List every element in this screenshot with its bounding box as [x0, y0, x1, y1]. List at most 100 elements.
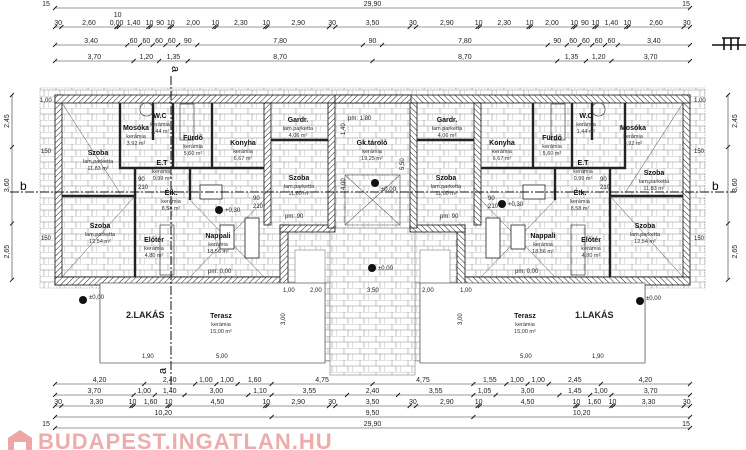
dimension-tick: [626, 24, 631, 30]
unit-label-right: 1.LAKÁS: [575, 310, 614, 320]
dimension-label: 2,90: [291, 20, 305, 27]
room-name: Terasz: [514, 313, 536, 320]
dimension-tick: [687, 414, 693, 420]
room-floor: kerámia: [581, 246, 602, 252]
dimension-label: 2,90: [291, 399, 305, 406]
room-name: Gardr.: [437, 117, 458, 124]
dimension-tick: [471, 414, 476, 420]
dimension-tick: [52, 58, 58, 64]
dimension-tick: [269, 381, 274, 387]
dimension-tick: [503, 381, 509, 387]
dimension-tick: [114, 24, 119, 30]
dimension-label: 15: [682, 421, 690, 428]
room-floor: kerámia: [573, 169, 594, 175]
dimension-label: 1,00: [137, 388, 151, 395]
level-note: ±0,00: [381, 187, 397, 193]
dimension-tick: [131, 403, 136, 409]
dimension-label: 3,30: [90, 399, 104, 406]
room-name: Mosóka: [620, 125, 646, 132]
door-height: 210: [488, 204, 499, 210]
door-height: 210: [253, 204, 264, 210]
dimension-label: 10: [592, 20, 600, 27]
pm-note: pm: 1,80: [348, 116, 372, 122]
dimension-tick: [245, 392, 251, 398]
dimension-label: 1,00: [199, 377, 213, 384]
dimension-tick: [9, 221, 15, 226]
room-floor: kerámia: [570, 199, 591, 205]
dimension-label: 2,30: [234, 20, 248, 27]
dimension-label: 60: [582, 38, 590, 45]
dimension-tick: [52, 42, 58, 48]
dimension-label: 30: [328, 20, 336, 27]
dimension-tick: [52, 425, 58, 431]
dimension-tick: [575, 403, 580, 409]
dimension-tick: [725, 277, 731, 283]
dim-label: 150: [694, 236, 705, 242]
room-area: 1,44 m²: [151, 129, 170, 135]
dimension-label: 30: [409, 399, 417, 406]
room-area: 11,60 m²: [435, 191, 456, 197]
storage-wall: [334, 94, 412, 104]
room-floor: lam.parketta: [630, 232, 661, 238]
dimension-label: 2,00: [186, 20, 200, 27]
room-area: 12,54 m²: [634, 239, 656, 245]
room-area: 18,56 m²: [532, 249, 554, 255]
dimension-label: 8,70: [273, 54, 287, 61]
dimension-label: 10: [609, 399, 617, 406]
dimension-label: 3,60: [4, 178, 11, 192]
dimension-tick: [687, 425, 693, 431]
dimension-label: 4,50: [211, 399, 225, 406]
dimension-label: 60: [569, 38, 577, 45]
dimension-label: 10: [526, 20, 534, 27]
dimension-label: 15: [682, 1, 690, 8]
dimension-tick: [235, 381, 240, 387]
room-floor: kerámia: [362, 149, 383, 155]
dimension-tick: [477, 403, 483, 409]
dimension-tick: [150, 42, 156, 48]
dimension-tick: [370, 58, 375, 64]
dimension-label: 3,55: [429, 388, 443, 395]
dimension-label: 2,65: [732, 245, 739, 259]
pm-note: pm: 0,00: [208, 269, 232, 275]
dimension-label: 2,60: [82, 20, 96, 27]
dimension-tick: [407, 403, 412, 409]
room-name: W.C: [579, 113, 592, 120]
room-name: Étk.: [165, 188, 178, 197]
dim-label: 150: [694, 149, 705, 155]
room-floor: lam.parketta: [432, 126, 463, 132]
room-floor: kerámia: [576, 122, 597, 128]
room-area: 4,80 m²: [145, 253, 164, 259]
section-lines: a a b b: [10, 66, 736, 392]
room-name: Szoba: [436, 175, 457, 182]
dimension-label: 1,20: [592, 54, 606, 61]
dimension-label: 3,40: [647, 38, 661, 45]
dimension-label: 10: [475, 399, 483, 406]
dimension-label: 10: [572, 399, 580, 406]
dimension-tick: [167, 403, 173, 409]
dimension-tick: [370, 381, 375, 387]
dimension-tick: [192, 381, 198, 387]
dimension-label: 90: [156, 20, 164, 27]
unit-label-left: 2.LAKÁS: [126, 310, 165, 320]
level-note: ±0,00: [646, 296, 662, 302]
dimension-label: 10: [475, 20, 483, 27]
dimension-tick: [326, 24, 332, 30]
dim-label: 3,50: [367, 288, 379, 294]
building-left-half: [54, 94, 401, 364]
dimension-label: 2,90: [440, 399, 454, 406]
level-marker-icon: [215, 206, 223, 214]
dimension-tick: [475, 24, 480, 30]
room-area: 11,83 m²: [87, 166, 108, 172]
room-floor: kerámia: [161, 199, 182, 205]
door-width: 90: [600, 177, 607, 183]
room-name: Konyha: [230, 140, 256, 147]
level-marker-icon: [636, 297, 644, 305]
